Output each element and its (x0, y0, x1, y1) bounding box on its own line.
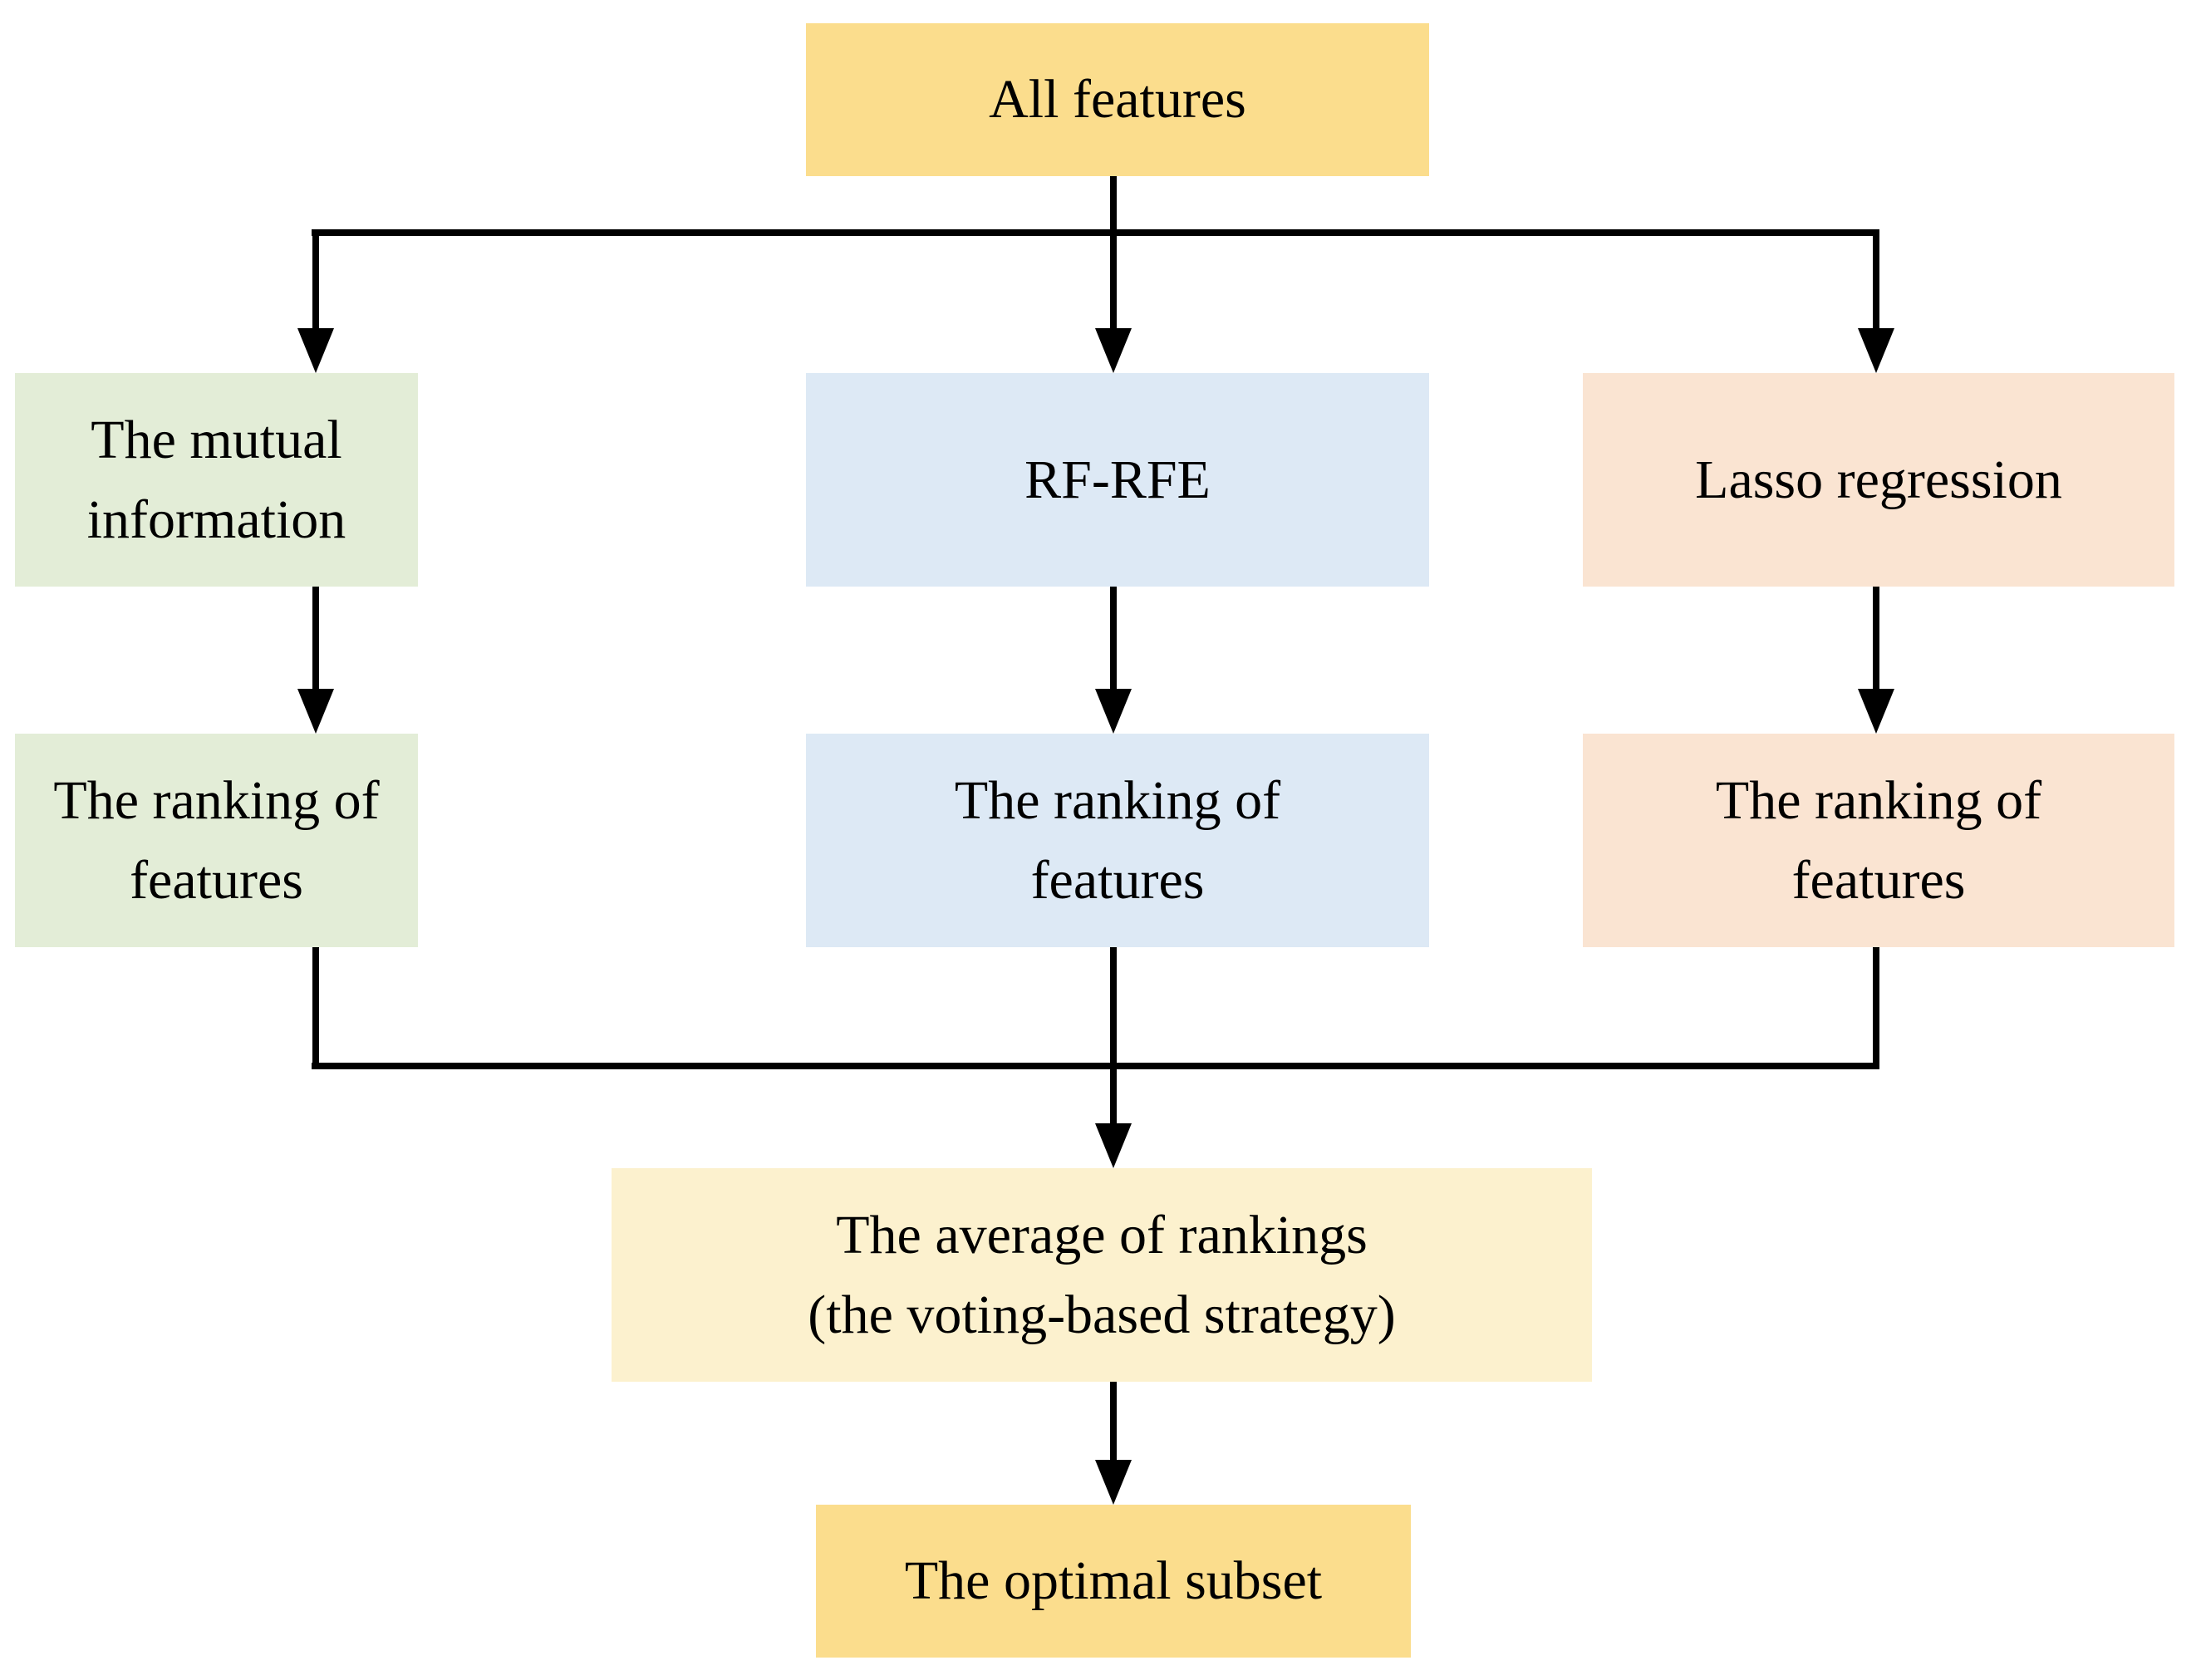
node-ranking-lasso: The ranking of features (1583, 734, 2174, 947)
node-label: features (1791, 849, 1966, 911)
node-all-features: All features (806, 23, 1429, 176)
branch-line (312, 229, 1879, 236)
connector-mutual-information-to-ranking (312, 587, 319, 690)
connector-rf-rfe-to-ranking (1110, 587, 1117, 690)
connector-ranking-rf-rfe-to-average (1110, 947, 1117, 1124)
node-label: The average of rankings (836, 1204, 1368, 1265)
node-average-rankings: The average of rankings (the voting-base… (612, 1168, 1592, 1382)
node-label: (the voting-based strategy) (808, 1284, 1396, 1345)
connector-ranking-lasso-to-merge (1873, 947, 1879, 1069)
node-optimal-subset: The optimal subset (816, 1505, 1411, 1658)
arrowhead-to-mutual-information (297, 328, 334, 373)
connector-branch-to-lasso (1873, 229, 1879, 329)
arrowhead-to-lasso (1858, 328, 1894, 373)
node-label: The ranking of (53, 769, 380, 831)
arrowhead-to-ranking-lasso (1858, 689, 1894, 734)
node-label: RF-RFE (1024, 449, 1211, 510)
node-rf-rfe: RF-RFE (806, 373, 1429, 587)
node-label: The mutual (91, 409, 342, 470)
node-label: Lasso regression (1695, 449, 2062, 510)
connector-branch-to-mutual-information (312, 229, 319, 329)
arrowhead-to-ranking-rf-rfe (1095, 689, 1132, 734)
arrowhead-to-rf-rfe (1095, 328, 1132, 373)
node-mutual-information: The mutual information (15, 373, 418, 587)
connector-all-features-to-rf-rfe (1110, 176, 1117, 329)
connector-average-to-optimal (1110, 1382, 1117, 1461)
node-label: features (130, 849, 303, 911)
arrowhead-to-optimal-subset (1095, 1460, 1132, 1505)
node-ranking-mutual-information: The ranking of features (15, 734, 418, 947)
node-label: All features (989, 69, 1246, 130)
node-ranking-rf-rfe: The ranking of features (806, 734, 1429, 947)
connector-ranking-mutual-information-to-merge (312, 947, 319, 1069)
node-label: The ranking of (1715, 769, 2042, 831)
arrowhead-to-average-rankings (1095, 1123, 1132, 1168)
node-label: The optimal subset (904, 1550, 1323, 1612)
node-label: features (1030, 849, 1205, 911)
connector-lasso-to-ranking (1873, 587, 1879, 690)
node-label: The ranking of (954, 769, 1281, 831)
node-label: information (86, 489, 346, 550)
node-lasso-regression: Lasso regression (1583, 373, 2174, 587)
arrowhead-to-ranking-mutual-information (297, 689, 334, 734)
merge-line (312, 1063, 1879, 1069)
